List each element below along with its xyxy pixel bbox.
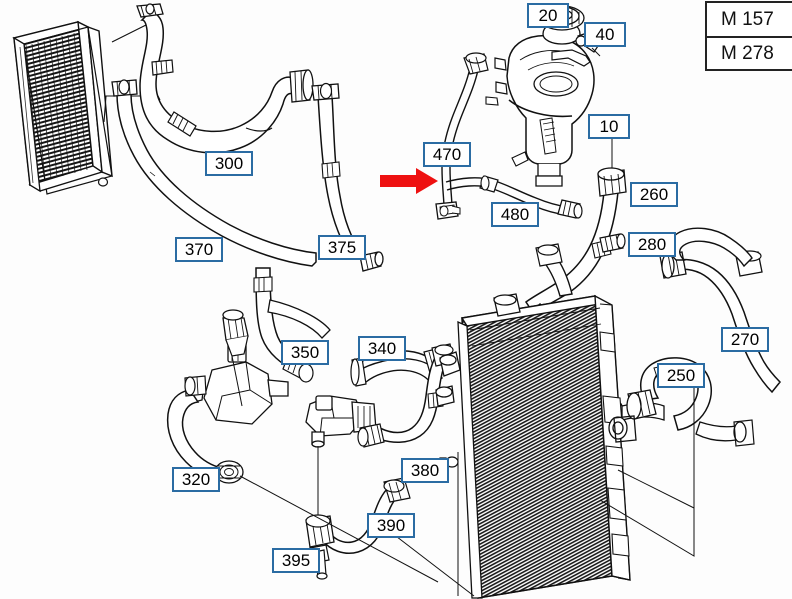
callout-380[interactable]: 380 (401, 458, 449, 483)
callout-320[interactable]: 320 (172, 467, 220, 492)
callout-10[interactable]: 10 (588, 114, 630, 139)
callout-label: 470 (432, 144, 462, 164)
callout-label: 10 (599, 116, 619, 136)
callout-label: 375 (327, 237, 357, 257)
engine-code-label: M 157 (721, 8, 774, 30)
callout-390[interactable]: 390 (367, 513, 415, 538)
callout-label: 300 (214, 153, 244, 173)
callout-350[interactable]: 350 (281, 340, 329, 365)
callout-label: 380 (410, 460, 440, 480)
callout-300[interactable]: 300 (205, 151, 253, 176)
callout-label: 480 (500, 204, 530, 224)
radiator-inlet-hose (535, 243, 573, 297)
callout-label: 40 (595, 24, 615, 44)
callout-375[interactable]: 375 (318, 235, 366, 260)
callout-480[interactable]: 480 (491, 202, 539, 227)
hose-350-upper-elbow (222, 309, 249, 357)
main-radiator (439, 293, 637, 599)
callout-260[interactable]: 260 (630, 182, 678, 207)
engine-code-legend: M 157 M 278 (705, 1, 792, 71)
leader-line-350 (231, 355, 243, 407)
hose-260 (524, 167, 627, 316)
reference-leader-lines (239, 378, 695, 597)
callout-label: 370 (184, 239, 214, 259)
hose-480 (445, 175, 583, 219)
callout-395[interactable]: 395 (272, 548, 320, 573)
callout-40[interactable]: 40 (584, 22, 626, 47)
callout-label: 320 (181, 469, 211, 489)
callout-label: 395 (281, 550, 311, 570)
hose-390 (305, 477, 411, 554)
callout-label: 280 (637, 234, 667, 254)
water-pump-housing-left (185, 335, 289, 425)
callout-label: 390 (376, 515, 406, 535)
engine-code-label: M 278 (721, 42, 774, 64)
hose-clamp-280 (599, 233, 626, 253)
callout-label: 250 (666, 365, 696, 385)
callout-280[interactable]: 280 (628, 232, 676, 257)
callout-label: 340 (367, 338, 397, 358)
engine-code-row-m157: M 157 (707, 3, 792, 36)
callout-label: 270 (730, 329, 760, 349)
callout-370[interactable]: 370 (175, 237, 223, 262)
callout-270[interactable]: 270 (721, 327, 769, 352)
hose-270 (659, 227, 782, 394)
red-highlight-arrow (380, 168, 438, 194)
heat-exchanger-top-left (12, 20, 113, 195)
radiator-side-fittings (435, 351, 461, 407)
hose-370 (111, 79, 317, 267)
callout-470[interactable]: 470 (423, 142, 471, 167)
callout-label: 350 (290, 342, 320, 362)
hose-320 (166, 375, 244, 484)
thermostat-housing-center (305, 395, 377, 448)
callout-250[interactable]: 250 (657, 363, 705, 388)
hose-300 (136, 3, 314, 154)
callout-label: 20 (538, 5, 558, 25)
callout-20[interactable]: 20 (527, 3, 569, 28)
engine-code-row-m278: M 278 (707, 36, 792, 69)
callout-label: 260 (639, 184, 669, 204)
callout-340[interactable]: 340 (358, 336, 406, 361)
